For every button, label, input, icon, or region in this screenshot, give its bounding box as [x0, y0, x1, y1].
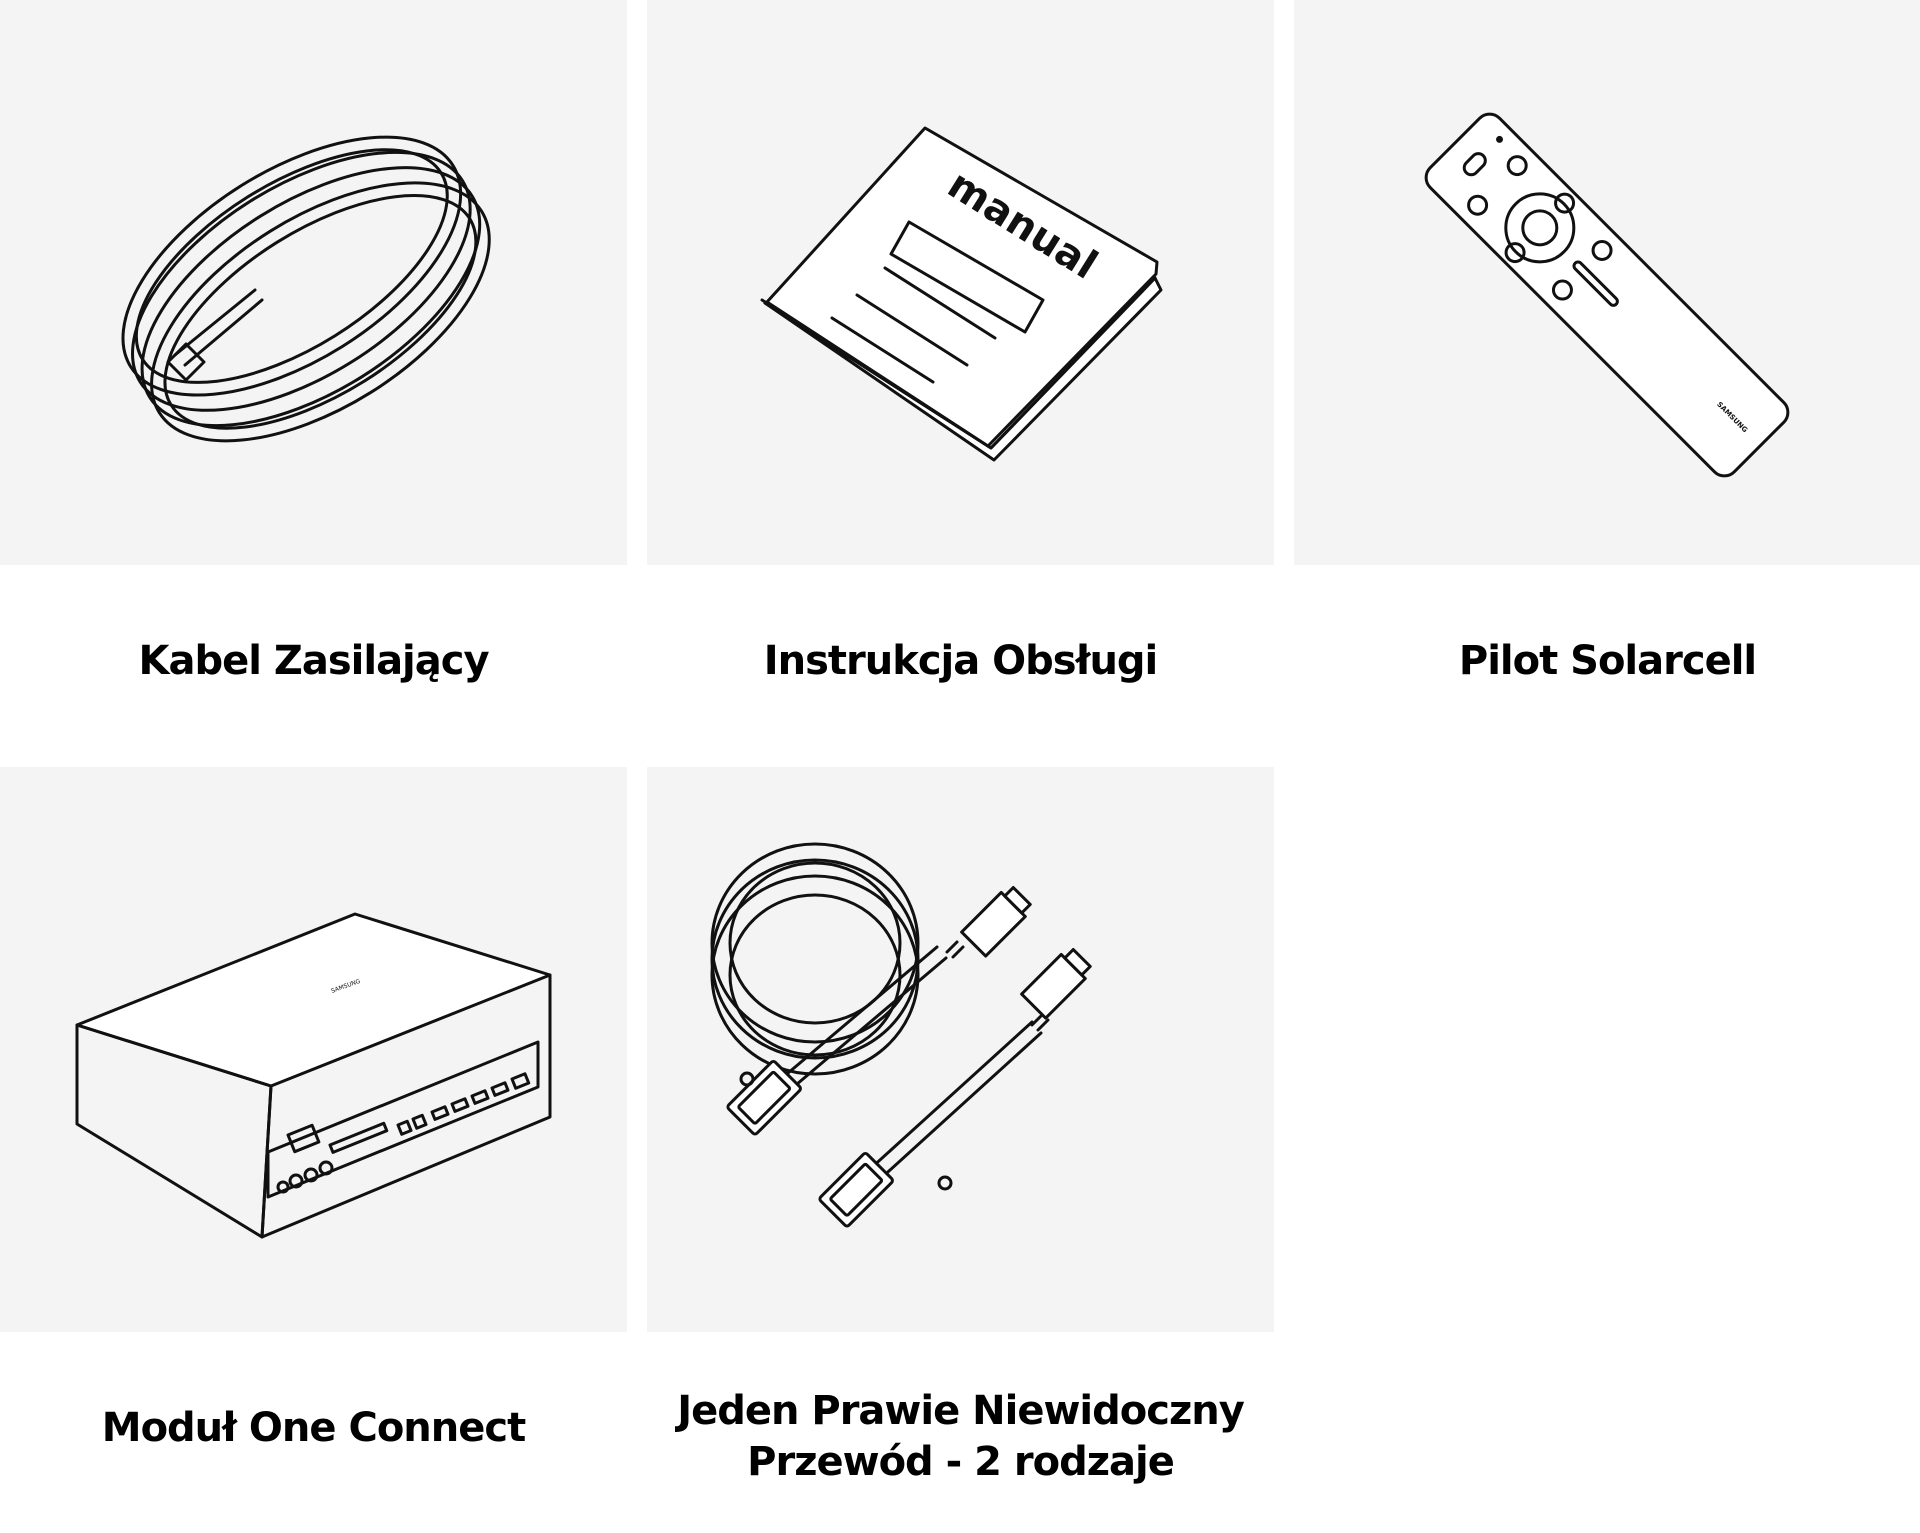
item-label: Pilot Solarcell [1458, 638, 1757, 684]
invisible-cable-icon [647, 767, 1274, 1332]
manual-icon: manual [647, 0, 1274, 565]
one-connect-illustration: SAMSUNG [0, 767, 627, 1332]
one-connect-box-icon: SAMSUNG [0, 767, 627, 1332]
remote-illustration: SAMSUNG [1294, 0, 1920, 565]
item-label: Jeden Prawie Niewidoczny Przewód - 2 rod… [647, 1386, 1274, 1488]
item-label-line-2: Przewód - 2 rodzaje [747, 1439, 1175, 1485]
power-cable-illustration [0, 0, 627, 565]
invisible-cable-illustration [647, 767, 1274, 1332]
item-label: Moduł One Connect [101, 1405, 526, 1451]
manual-illustration: manual [647, 0, 1274, 565]
item-label: Instrukcja Obsługi [763, 638, 1159, 684]
item-label: Kabel Zasilający [138, 638, 489, 684]
remote-control-icon: SAMSUNG [1294, 0, 1920, 565]
power-cable-icon [0, 0, 627, 565]
item-label-line-1: Jeden Prawie Niewidoczny [677, 1388, 1245, 1434]
